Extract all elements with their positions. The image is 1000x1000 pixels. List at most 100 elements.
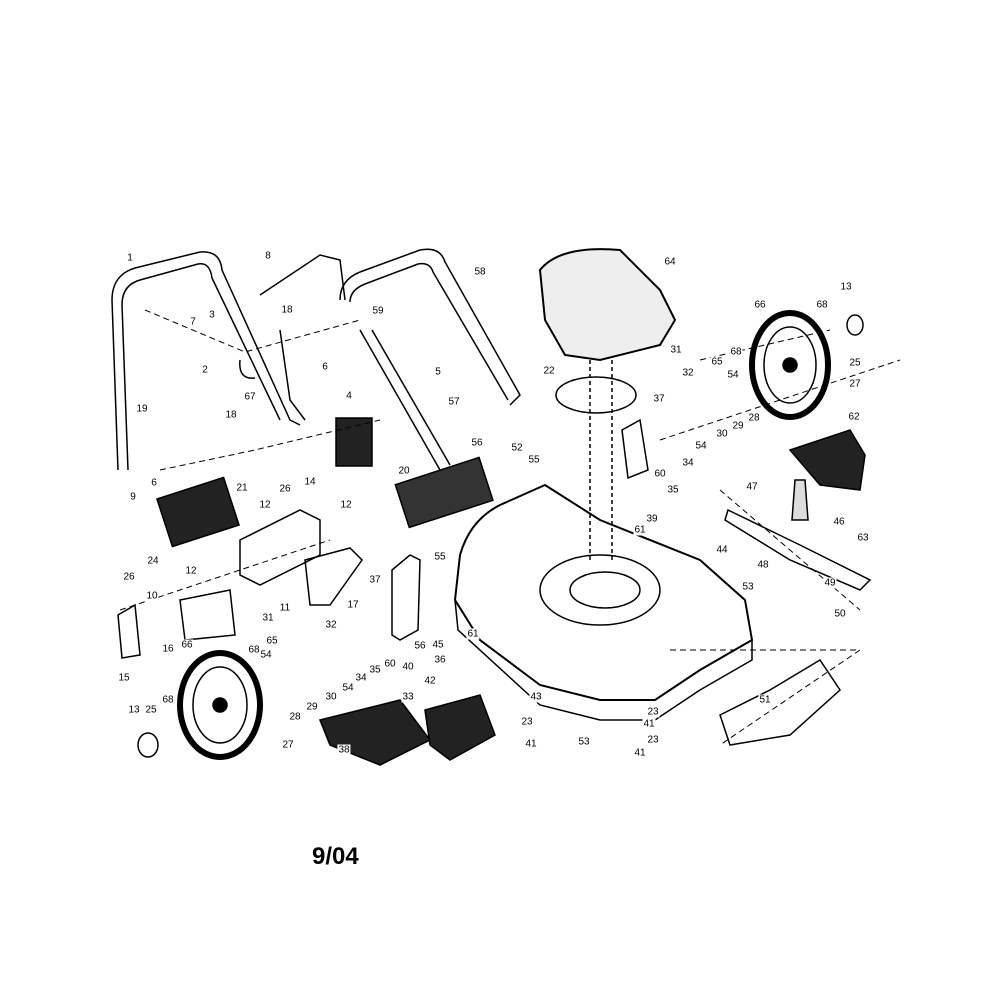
callout-6: 6 xyxy=(150,477,158,489)
callout-49: 49 xyxy=(823,577,837,589)
callout-60: 60 xyxy=(653,468,667,480)
callout-56: 56 xyxy=(413,640,427,652)
callout-35: 35 xyxy=(368,664,382,676)
callout-3: 3 xyxy=(208,309,216,321)
callout-2: 2 xyxy=(201,364,209,376)
callout-65: 65 xyxy=(265,635,279,647)
callout-11: 11 xyxy=(278,602,292,614)
callout-61: 61 xyxy=(466,628,480,640)
callout-51: 51 xyxy=(758,694,772,706)
callout-29: 29 xyxy=(305,701,319,713)
callout-68: 68 xyxy=(247,644,261,656)
deck-skirt xyxy=(454,599,753,721)
hubcap-13-right xyxy=(846,314,864,336)
callout-28: 28 xyxy=(288,711,302,723)
blade-47 xyxy=(724,508,872,591)
grille-left xyxy=(156,476,240,548)
assembly-lines xyxy=(119,309,901,746)
blade-adapter-22 xyxy=(555,376,637,414)
callout-12: 12 xyxy=(339,499,353,511)
callout-7: 7 xyxy=(189,316,197,328)
callout-41: 41 xyxy=(633,747,647,759)
callout-21: 21 xyxy=(235,482,249,494)
callout-1: 1 xyxy=(126,252,134,264)
callout-25: 25 xyxy=(848,357,862,369)
callout-16: 16 xyxy=(161,643,175,655)
control-bail xyxy=(259,254,346,301)
callout-37: 37 xyxy=(368,574,382,586)
upper-handle-left xyxy=(111,251,301,471)
callout-66: 66 xyxy=(180,639,194,651)
callout-13: 13 xyxy=(127,704,141,716)
engine-shaft xyxy=(589,360,613,560)
bracket-14 xyxy=(239,509,321,586)
front-wheel-left xyxy=(177,650,263,760)
callout-35: 35 xyxy=(666,484,680,496)
callout-52: 52 xyxy=(510,442,524,454)
mulch-plug-62 xyxy=(788,429,866,491)
callout-4: 4 xyxy=(345,390,353,402)
callout-23: 23 xyxy=(646,734,660,746)
callout-10: 10 xyxy=(145,590,159,602)
callout-12: 12 xyxy=(184,565,198,577)
blade-adapter-46 xyxy=(791,479,809,521)
callout-28: 28 xyxy=(747,412,761,424)
deck-opening xyxy=(539,554,661,626)
callout-62: 62 xyxy=(847,411,861,423)
callout-29: 29 xyxy=(731,420,745,432)
callout-30: 30 xyxy=(715,428,729,440)
callout-45: 45 xyxy=(431,639,445,651)
callout-26: 26 xyxy=(278,483,292,495)
rear-wheel-right xyxy=(749,310,831,420)
date-code: 9/04 xyxy=(312,843,359,870)
callout-55: 55 xyxy=(527,454,541,466)
callout-46: 46 xyxy=(832,516,846,528)
callout-18: 18 xyxy=(280,304,294,316)
callout-15: 15 xyxy=(117,672,131,684)
callout-24: 24 xyxy=(146,555,160,567)
callout-47: 47 xyxy=(745,481,759,493)
callout-57: 57 xyxy=(447,396,461,408)
callout-36: 36 xyxy=(433,654,447,666)
callout-32: 32 xyxy=(324,619,338,631)
callout-14: 14 xyxy=(303,476,317,488)
callout-34: 34 xyxy=(354,672,368,684)
callout-41: 41 xyxy=(642,718,656,730)
callout-65: 65 xyxy=(710,356,724,368)
upper-handle-left-inner xyxy=(121,263,281,471)
callout-31: 31 xyxy=(261,612,275,624)
callout-22: 22 xyxy=(542,365,556,377)
callout-20: 20 xyxy=(397,465,411,477)
hubcap-13-left xyxy=(137,732,159,758)
callout-68: 68 xyxy=(729,346,743,358)
callout-30: 30 xyxy=(324,691,338,703)
callout-23: 23 xyxy=(520,716,534,728)
side-chute-33 xyxy=(424,694,496,761)
callout-61: 61 xyxy=(633,524,647,536)
callout-31: 31 xyxy=(669,344,683,356)
lower-handle xyxy=(359,329,451,471)
callout-34: 34 xyxy=(681,457,695,469)
callout-66: 66 xyxy=(753,299,767,311)
callout-54: 54 xyxy=(341,682,355,694)
bracket-15 xyxy=(117,603,141,659)
callout-38: 38 xyxy=(337,744,351,756)
callout-53: 53 xyxy=(577,736,591,748)
callout-54: 54 xyxy=(259,649,273,661)
callout-54: 54 xyxy=(694,440,708,452)
rear-baffle-51 xyxy=(719,658,841,746)
callout-59: 59 xyxy=(371,305,385,317)
callout-54: 54 xyxy=(726,369,740,381)
callout-55: 55 xyxy=(433,551,447,563)
bracket-17 xyxy=(304,547,363,606)
mulch-flap-4 xyxy=(335,417,373,467)
height-adjuster-40 xyxy=(391,554,421,641)
callout-68: 68 xyxy=(815,299,829,311)
bracket-16 xyxy=(179,589,236,641)
callout-37: 37 xyxy=(652,393,666,405)
cable xyxy=(239,329,306,421)
callout-6: 6 xyxy=(321,361,329,373)
callout-39: 39 xyxy=(645,513,659,525)
